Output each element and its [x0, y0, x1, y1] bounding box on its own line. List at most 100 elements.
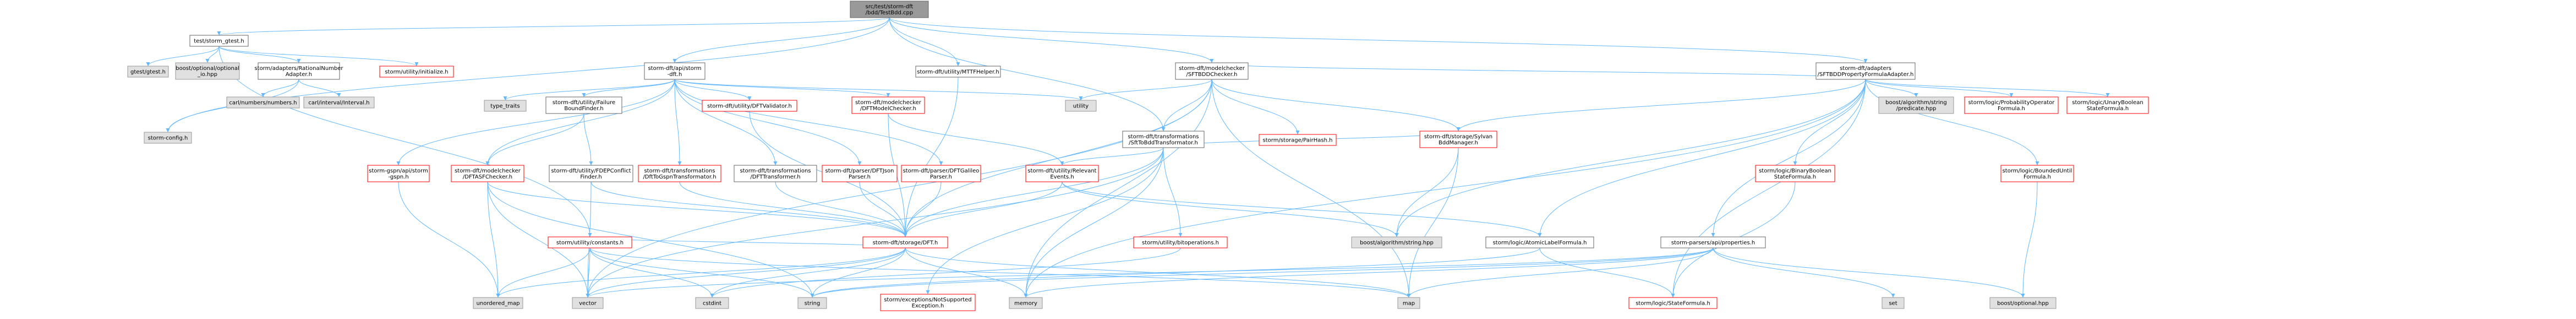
edge-storm_gtest-to-constants [218, 46, 592, 237]
edge-sftbdd_prop_adapter-to-memory [1024, 79, 1866, 298]
edge-sftbdd_transformator-to-dft_h [903, 147, 1164, 237]
node-gspn[interactable]: storm-gspn/api/storm-gspn.h [367, 165, 430, 182]
edge-constants-to-map [589, 247, 1411, 298]
edge-sftbdd_prop_adapter-to-sftbdd_checker [1210, 62, 1866, 80]
node-label-line: storm-dft/utility/Relevant [1027, 168, 1096, 174]
node-storm-gtest[interactable]: test/storm_gtest.h [189, 35, 249, 47]
node-label-line: storm/utility/bitoperations.h [1142, 240, 1219, 246]
edge-sftbdd_transformator-to-relevant_events [1060, 147, 1164, 166]
node-atomic-label[interactable]: storm/logic/AtomicLabelFormula.h [1485, 236, 1594, 248]
node-root[interactable]: src/test/storm-dft/bdd/TestBdd.cpp [850, 1, 929, 18]
node-label-line: carl/interval/Interval.h [308, 100, 369, 106]
edge-dft_transformer-to-dft_h [775, 181, 907, 237]
node-sftbdd-prop-adapter[interactable]: storm-dft/adapters/SFTBDDPropertyFormula… [1815, 62, 1916, 80]
node-dft-validator[interactable]: storm-dft/utility/DFTValidator.h [702, 100, 797, 112]
node-box [880, 294, 976, 311]
node-mtfhelper[interactable]: storm-dft/utility/MTTFHelper.h [915, 66, 1001, 78]
node-label-line: -dft.h [668, 72, 682, 78]
node-label-line: /SFTBDDPropertyFormulaAdapter.h [1818, 72, 1914, 78]
edge-rational_adapter-to-carl_interval [298, 79, 341, 98]
node-box [1133, 236, 1228, 248]
node-box [1485, 236, 1594, 248]
node-bitoperations[interactable]: storm/utility/bitoperations.h [1133, 236, 1228, 248]
node-label-line: /SftToBddTransformator.h [1129, 140, 1198, 146]
edge-dft_asf_checker-to-vector [487, 181, 590, 298]
node-label-line: type_traits [490, 104, 519, 110]
node-dft-asf-checker[interactable]: storm-dft/modelchecker/DFTASFChecker.h [451, 165, 524, 182]
node-dft-transformer[interactable]: storm-dft/transformations/DFTTransformer… [734, 165, 817, 182]
edge-sftbdd_prop_adapter-to-state_formula [1671, 79, 1866, 298]
edge-sftbdd_checker-to-sylvan_bdd [1211, 79, 1461, 132]
node-initialize[interactable]: storm/utility/initialize.h [379, 66, 454, 78]
edge-sftbdd_prop_adapter-to-sylvan_bdd [1456, 79, 1866, 132]
edge-root-to-mtfhelper [889, 17, 960, 67]
node-label-line: storm/logic/BinaryBoolean [1759, 168, 1831, 174]
node-boost-string-pred: boost/algorithm/string/predicate.hpp [1878, 96, 1954, 114]
node-box [484, 100, 527, 112]
node-api-storm-dft[interactable]: storm-dft/api/storm-dft.h [644, 62, 705, 80]
edge-rational_adapter-to-carl_numbers [261, 79, 299, 98]
node-box [549, 165, 633, 182]
node-box [1351, 236, 1442, 248]
node-set: set [1882, 297, 1905, 309]
edge-root-to-sftbdd_checker [889, 17, 1214, 63]
node-vector: vector [572, 297, 604, 309]
node-box [850, 1, 929, 18]
edge-dft_json_parser-to-dft_h [859, 181, 907, 237]
node-label-line: storm/logic/UnaryBoolean [2072, 100, 2143, 106]
node-state-formula[interactable]: storm/logic/StateFormula.h [1628, 297, 1718, 309]
edge-storm_gtest-to-gtest [146, 46, 220, 67]
node-box [1882, 297, 1905, 309]
node-label-line: utility [1073, 104, 1089, 110]
node-label-line: storm-dft/utility/DFTValidator.h [707, 104, 792, 110]
edge-api_storm_dft-to-dft_model_checker [674, 79, 890, 98]
node-label-line: storm-dft/transformations [740, 168, 811, 174]
node-boost-string: boost/algorithm/string.hpp [1351, 236, 1442, 248]
node-constants[interactable]: storm/utility/constants.h [548, 236, 632, 248]
node-dft-h[interactable]: storm-dft/storage/DFT.h [862, 236, 948, 248]
node-boost-optional: boost/optional.hpp [1989, 297, 2057, 309]
node-label-line: storm/adapters/RationalNumber [254, 66, 343, 72]
node-label-line: storm/utility/initialize.h [385, 69, 448, 75]
node-dft-model-checker[interactable]: storm-dft/modelchecker/DFTModelChecker.h [851, 96, 925, 114]
edge-sftbdd_prop_adapter-to-properties [1711, 79, 1866, 237]
node-label-line: map [1403, 301, 1415, 307]
edge-constants-to-unordered_map [496, 247, 590, 298]
node-label-line: unordered_map [477, 301, 520, 307]
edge-dft_model_checker-to-relevant_events [888, 113, 1064, 166]
node-label-line: carl/numbers/numbers.h [229, 100, 297, 106]
node-label-line: storm/logic/BoundedUntil [2003, 168, 2072, 174]
node-box [1065, 100, 1097, 112]
node-sftbdd-transformator[interactable]: storm-dft/transformations/SftToBddTransf… [1122, 131, 1205, 148]
edge-api_storm_dft-to-dft_asf_checker [485, 79, 675, 166]
node-dft-to-gspn[interactable]: storm-dft/transformations/DftToGspnTrans… [638, 165, 721, 182]
edge-atomic_label-to-state_formula [1539, 247, 1675, 298]
node-box [1755, 165, 1835, 182]
node-properties[interactable]: storm-parsers/api/properties.h [1660, 236, 1766, 248]
node-sftbdd-checker[interactable]: storm-dft/modelchecker/SFTBDDChecker.h [1175, 62, 1249, 80]
node-label-line: boost/optional.hpp [1997, 301, 2049, 307]
node-pair-hash[interactable]: storm/storage/PairHash.h [1259, 134, 1337, 146]
edge-sftbdd_transformator-to-vector [586, 147, 1164, 298]
node-box [695, 297, 729, 309]
node-type-traits: type_traits [484, 100, 527, 112]
edge-dft_h-to-cstdint [710, 247, 906, 298]
node-label-line: Events.h [1050, 174, 1074, 180]
edge-api_storm_dft-to-failure_bound [582, 79, 675, 98]
node-label-line: Exception.h [912, 303, 944, 309]
node-label-line: storm-dft/storage/Sylvan [1424, 134, 1492, 140]
node-box [258, 62, 340, 80]
node-label-line: Parser.h [930, 174, 952, 180]
